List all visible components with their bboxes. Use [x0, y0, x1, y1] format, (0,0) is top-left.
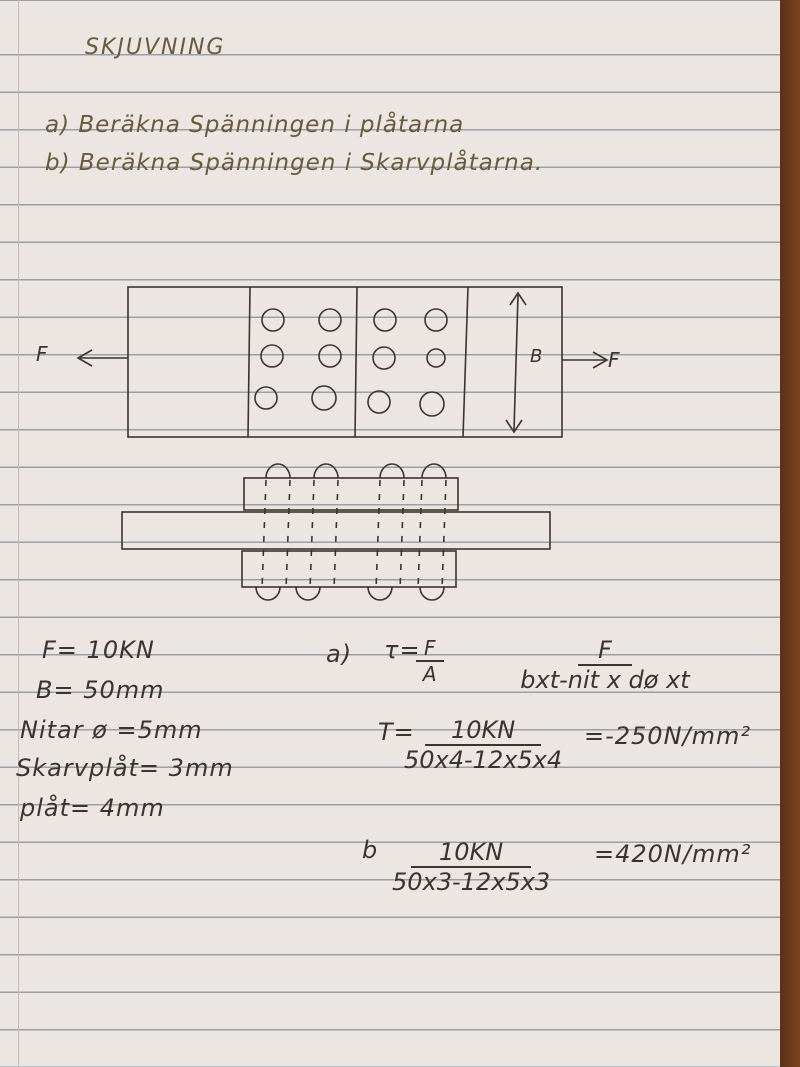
- given-rivet-diameter: Nitar ø =5mm: [20, 716, 203, 744]
- question-a: a) Beräkna Spänningen i plåtarna: [45, 112, 465, 138]
- calc-a-denominator: 50x4-12x5x4: [404, 746, 563, 774]
- calc-a-numerator: 10KN: [424, 716, 542, 746]
- part-b-label: b: [362, 836, 379, 864]
- formula-denominator: A: [422, 662, 437, 686]
- calc-b-fraction: 10KN 50x3-12x5x3: [392, 838, 550, 896]
- rivet-holes: [254, 308, 448, 417]
- given-force: F= 10KN: [42, 636, 155, 664]
- force-label-right: F: [608, 348, 621, 372]
- general-denominator: bxt-nit x dø xt: [520, 666, 690, 694]
- calc-a-lhs: T=: [378, 718, 415, 746]
- calc-b-denominator: 50x3-12x5x3: [392, 868, 551, 896]
- side-view: [121, 463, 551, 601]
- general-numerator: F: [578, 636, 632, 666]
- width-arrow: [513, 294, 519, 431]
- given-plate: plåt= 4mm: [20, 794, 165, 822]
- page-title: SKJUVNING: [85, 35, 226, 60]
- formula-lhs: τ=: [384, 636, 421, 664]
- result-b: =420N/mm²: [594, 840, 752, 868]
- part-a-label: a): [326, 640, 353, 668]
- plate-top-view: [127, 286, 563, 438]
- result-a: =-250N/mm²: [584, 722, 751, 750]
- force-label-left: F: [36, 342, 49, 366]
- question-b: b) Beräkna Spänningen i Skarvplåtarna.: [45, 150, 544, 176]
- formula-fraction: F A: [416, 636, 444, 686]
- calc-b-numerator: 10KN: [410, 838, 532, 868]
- given-width: B= 50mm: [36, 676, 165, 704]
- formula-numerator: F: [416, 636, 444, 662]
- given-splice-plate: Skarvplåt= 3mm: [16, 754, 234, 782]
- page-margin-line: [18, 0, 19, 1067]
- general-formula-fraction: F bxt-nit x dø xt: [500, 636, 710, 694]
- lined-notebook-page: [0, 0, 780, 1067]
- width-label: B: [530, 346, 544, 367]
- calc-a-fraction: 10KN 50x4-12x5x4: [404, 716, 562, 774]
